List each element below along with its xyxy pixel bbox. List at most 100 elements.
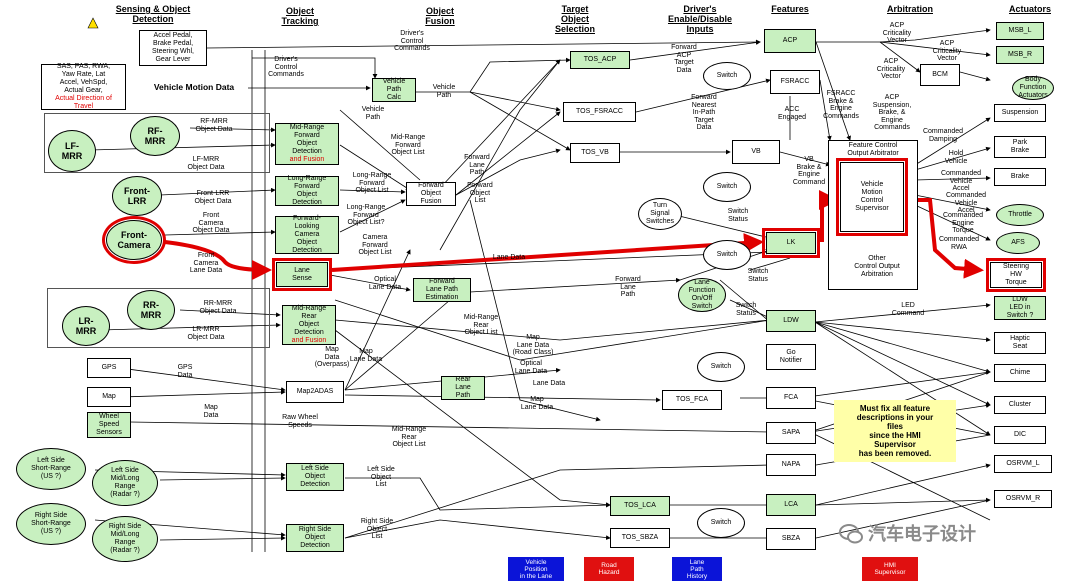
arbitrator-title: Feature Control Output Arbitrator [847, 142, 899, 157]
label-acp-susp: ACP Suspension, Brake, & Engine Commands [872, 94, 912, 131]
tos-fca-box: TOS_FCA [662, 390, 722, 410]
label-rr-mrr-data: RR-MRR Object Data [199, 300, 237, 315]
label-switch-status1: Switch Status [727, 208, 749, 223]
label-lane-data: Lane Data [492, 254, 526, 261]
tos-vb-box: TOS_VB [570, 143, 620, 163]
header-actuators: Actuators [1008, 4, 1051, 14]
header-arbitration: Arbitration [887, 4, 933, 14]
lane-sense-box: Lane Sense [272, 258, 332, 291]
label-optical-lane2: Optical Lane Data [514, 360, 548, 375]
feature-fsracc: FSRACC [770, 70, 820, 94]
vehicle-sensors-box: SAS, PAS, RWA, Yaw Rate, Lat Accel, VehS… [41, 63, 126, 110]
switch-go-notifier[interactable]: Switch [697, 352, 745, 382]
label-vb-cmds: VB Brake & Engine Command [792, 156, 826, 186]
label-acp-crit1: ACP Criticality Vector [882, 22, 912, 44]
switch-lk[interactable]: Switch [703, 240, 751, 270]
label-lr-fwd-list: Long-Range Forward Object List [352, 172, 392, 194]
front-camera-sensor: Front- Camera [102, 216, 166, 264]
feature-lca: LCA [766, 494, 816, 516]
chime-box: Chime [994, 364, 1046, 382]
watermark-text: 汽车电子设计 [868, 524, 976, 544]
forward-lane-path-estimation-box: Forward Lane Path Estimation [413, 278, 471, 302]
label-fsracc-cmds: FSRACC Brake & Engine Commands [823, 90, 859, 120]
label-vehicle-path-2: Vehicle Path [361, 106, 385, 121]
header-driver: Driver's Enable/Disable Inputs [667, 4, 733, 34]
label-lr-fwd-list2: Long-Range Forward Object List? [346, 204, 386, 226]
lr-mrr-sensor: LR- MRR [62, 306, 110, 346]
label-raw-wheel: Raw Wheel Speeds [282, 414, 318, 429]
feature-ldw: LDW [766, 310, 816, 332]
msb-l-box: MSB_L [996, 22, 1044, 40]
header-target: Target Object Selection [554, 4, 595, 34]
vmc-supervisor-box: Vehicle Motion Control Supervisor [836, 158, 908, 236]
wheel-speed-box: Wheel Speed Sensors [87, 412, 131, 438]
left-short-range-sensor: Left Side Short-Range (US ?) [16, 448, 86, 490]
feature-sapa: SAPA [766, 422, 816, 444]
brake-box: Brake [994, 168, 1046, 186]
label-drivers-cmds-top: Driver's Control Commands [394, 30, 430, 52]
haptic-seat-box: Haptic Seat [994, 332, 1046, 354]
gps-box: GPS [87, 358, 131, 378]
rear-lane-path-box: Rear Lane Path [441, 376, 485, 400]
vehicle-sensors-text: SAS, PAS, RWA, Yaw Rate, Lat Accel, VehS… [56, 63, 111, 94]
long-range-forward-box: Long-Range Forward Object Detection [275, 175, 339, 206]
body-function-actuators: Body Function Actuators [1012, 76, 1054, 100]
label-front-lrr-data: Front-LRR Object Data [194, 190, 232, 205]
feature-sbza: SBZA [766, 528, 816, 550]
label-mr-fwd-list: Mid-Range Forward Object List [390, 134, 426, 156]
legend-lane-path-history: Lane Path History [672, 557, 722, 581]
switch-acp[interactable]: Switch [703, 62, 751, 90]
legend-vehicle-position: Vehicle Position in the Lane [508, 557, 564, 581]
label-acp-crit2: ACP Criticality Vector [932, 40, 962, 62]
label-acc-engaged: ACC Engaged [777, 106, 807, 121]
steering-torque-box: Steering HW Torque [986, 258, 1046, 292]
front-lrr-sensor: Front- LRR [112, 176, 162, 216]
label-map-data: Map Data [203, 404, 219, 419]
label-map-lane-class: Map Lane Data (Road Class) [512, 334, 554, 356]
turn-signal-switches[interactable]: Turn Signal Switches [638, 198, 682, 230]
label-led-cmd: LED Command [891, 302, 925, 317]
label-hold-vehicle: Hold Vehicle [944, 150, 968, 165]
front-sensor-group [44, 113, 270, 173]
lane-function-switch[interactable]: Lane Function On/Off Switch [678, 278, 726, 312]
park-brake-box: Park Brake [994, 136, 1046, 158]
feature-napa: NAPA [766, 454, 816, 476]
label-mr-rear-list: Mid-Range Rear Object List [463, 314, 499, 336]
label-cmd-damping: Commanded Damping [922, 128, 964, 143]
feature-acp: ACP [764, 29, 816, 53]
header-features: Features [771, 4, 809, 14]
rr-mrr-sensor: RR- MRR [127, 290, 175, 330]
cluster-box: Cluster [994, 396, 1046, 414]
label-cam-fwd-list: Camera Forward Object List [358, 234, 392, 256]
mid-range-forward-text: Mid-Range Forward Object Detection [289, 124, 325, 155]
left-mid-range-sensor: Left Side Mid/Long Range (Radar ?) [92, 460, 158, 506]
mid-range-rear-text: Mid-Range Rear Object Detection [291, 305, 327, 336]
wechat-logo-icon [839, 524, 863, 544]
right-short-range-sensor: Right Side Short-Range (US ?) [16, 503, 86, 545]
label-front-cam-data: Front Camera Object Data [192, 212, 230, 234]
label-fwd-acp: Forward ACP Target Data [671, 44, 697, 74]
map2adas-box: Map2ADAS [286, 381, 344, 403]
right-side-object-box: Right Side Object Detection [286, 524, 344, 552]
label-switch-status2: Switch Status [747, 268, 769, 283]
osrvm-l-box: OSRVM_L [994, 455, 1052, 473]
label-cmd-rwa: Commanded RWA [938, 236, 980, 251]
tos-lca-box: TOS_LCA [610, 496, 670, 516]
switch-vb[interactable]: Switch [703, 172, 751, 202]
feature-vb: VB [732, 140, 780, 164]
label-drivers-cmds-left: Driver's Control Commands [268, 56, 304, 78]
label-rf-mrr-data: RF-MRR Object Data [195, 118, 233, 133]
osrvm-r-box: OSRVM_R [994, 490, 1052, 508]
other-arbitration-box: Other Control Output Arbitration [854, 255, 900, 278]
label-cmd-torque: Commanded Engine Torque [942, 212, 984, 234]
mid-range-forward-box: Mid-Range Forward Object Detection and F… [275, 123, 339, 165]
label-lf-mrr-data: LF-MRR Object Data [187, 156, 225, 171]
mid-range-forward-fusion-text: and Fusion [289, 156, 325, 163]
label-map-data-overpass: Map Data (Overpass) [314, 346, 350, 368]
header-sensing: Sensing & Object Detection [115, 4, 191, 24]
label-fwd-obj-list: Forward Object List [467, 182, 493, 204]
header-tracking: Object Tracking [281, 6, 319, 26]
throttle-actuator: Throttle [996, 204, 1044, 226]
suspension-box: Suspension [994, 104, 1046, 122]
switch-sbza[interactable]: Switch [697, 508, 745, 538]
